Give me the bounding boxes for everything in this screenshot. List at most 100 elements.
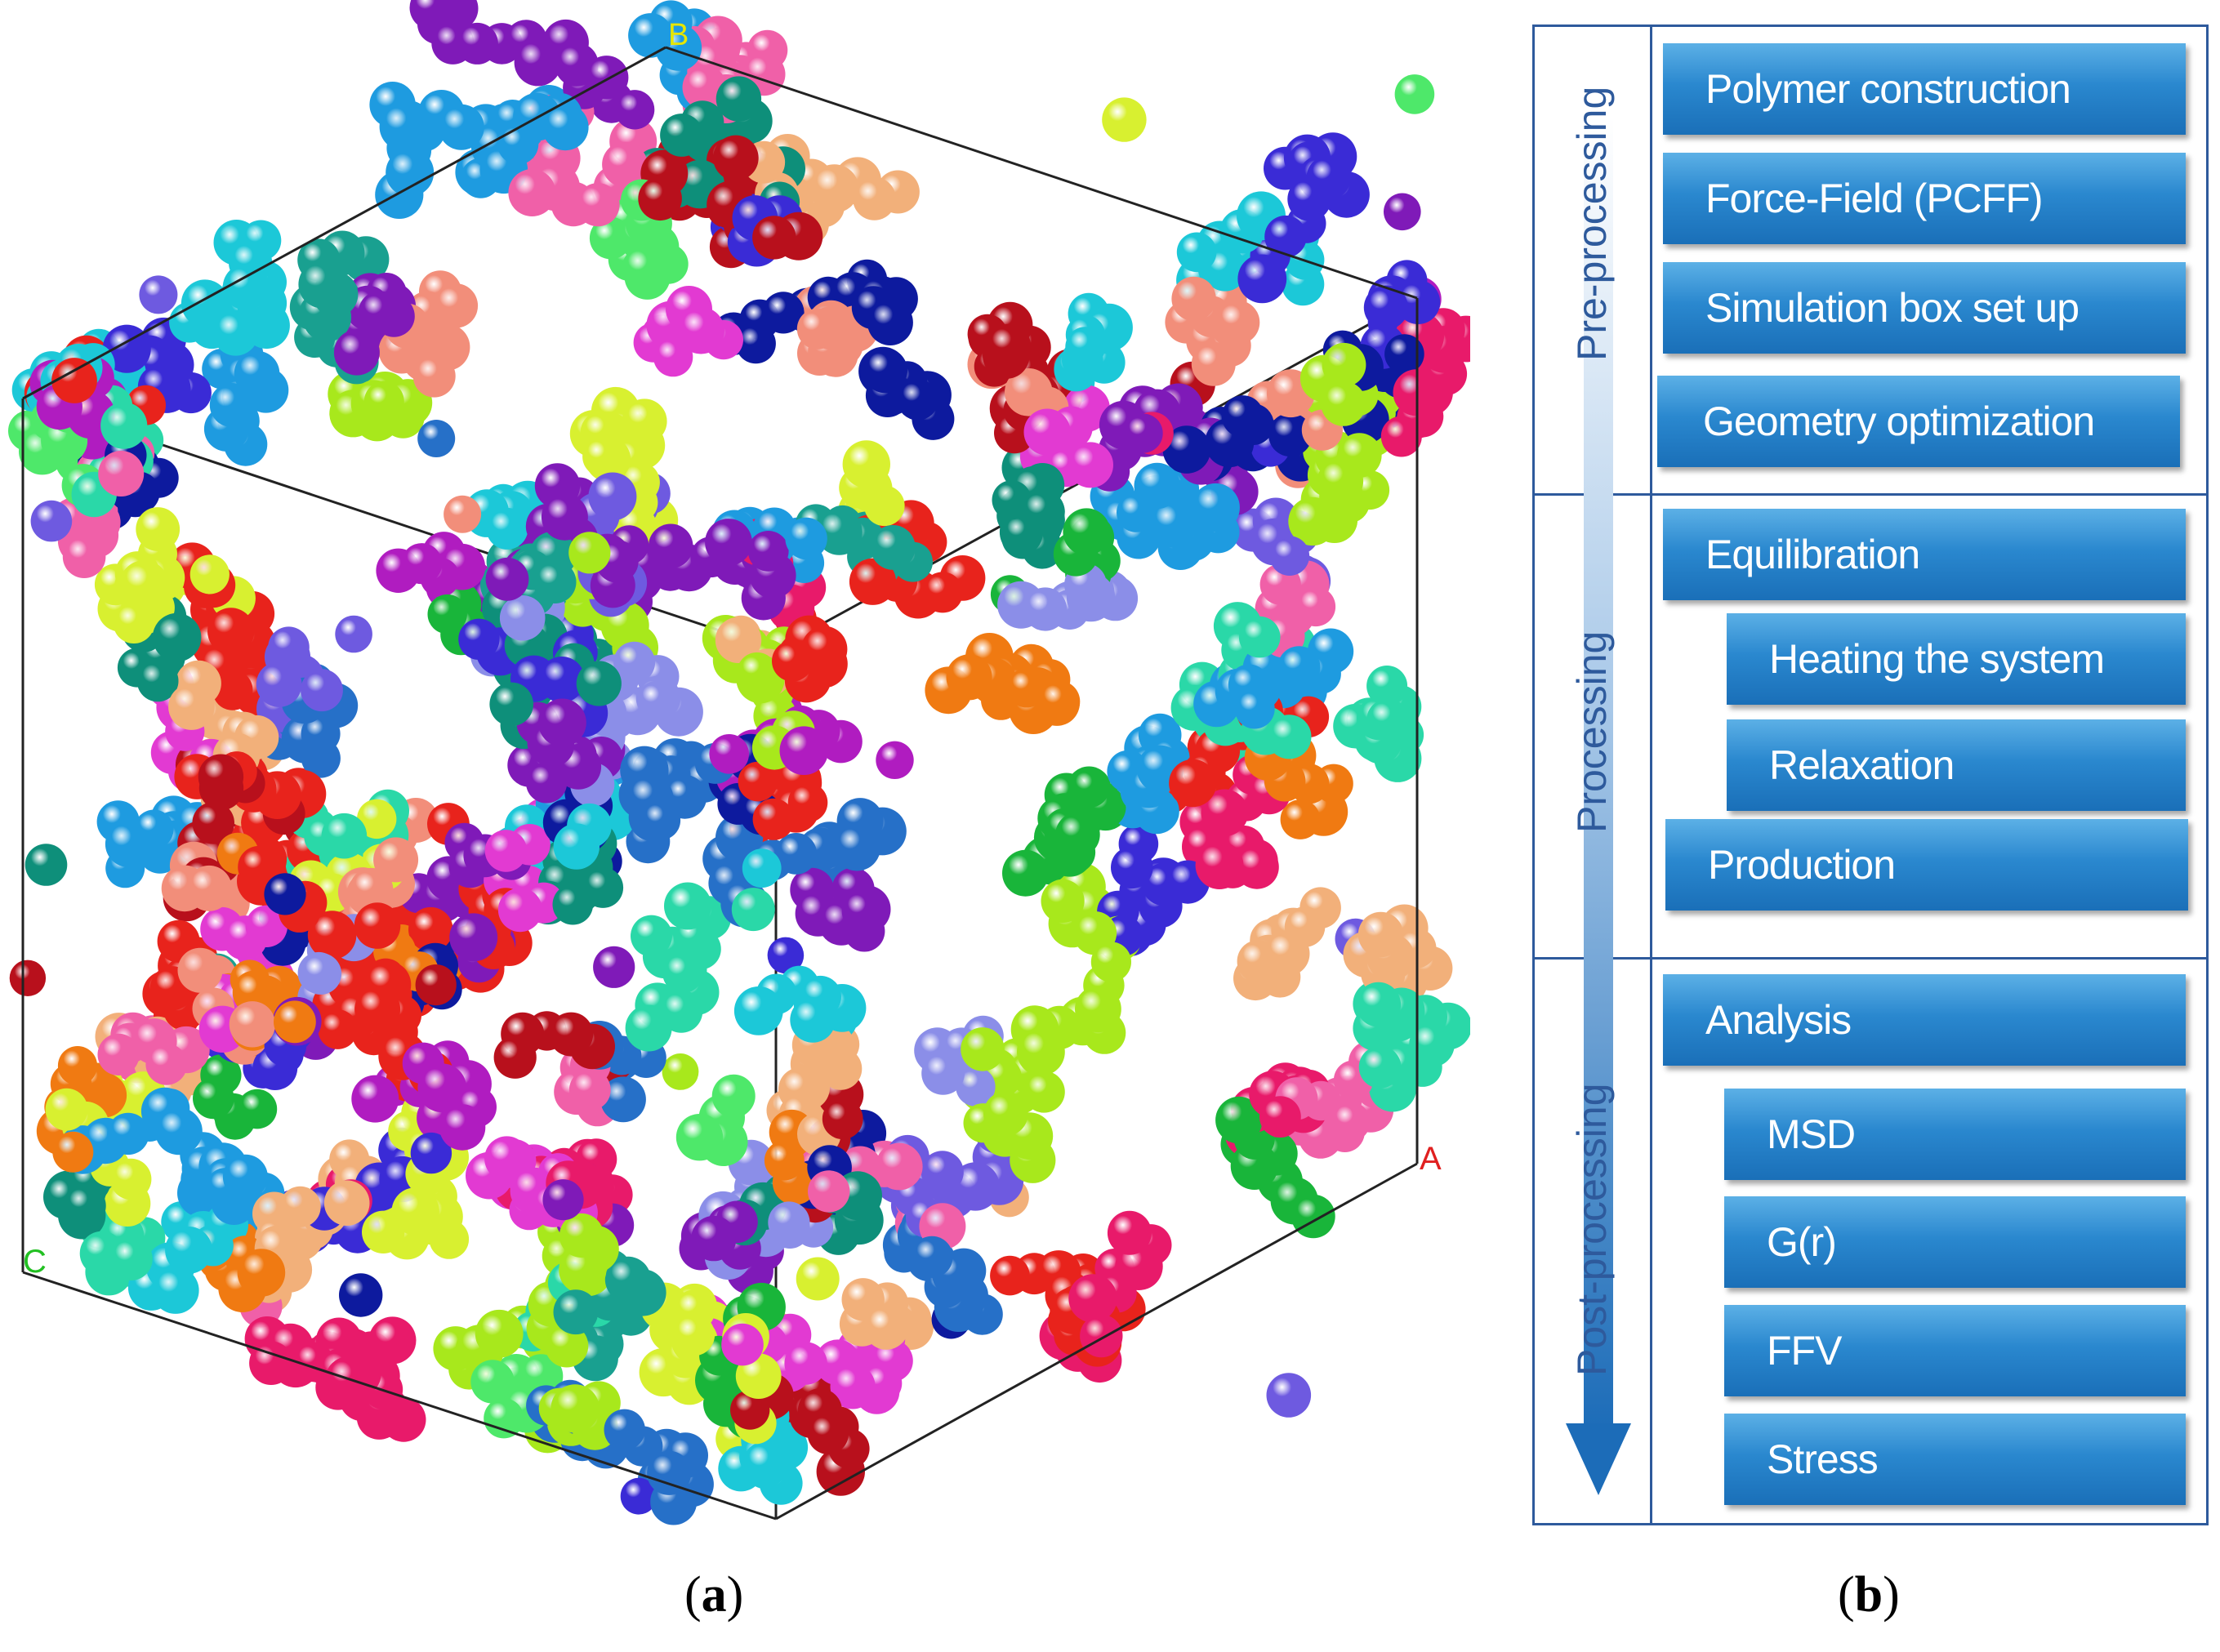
polymer-bead — [207, 608, 255, 655]
polymer-bead — [152, 612, 202, 662]
polymer-bead — [212, 309, 259, 356]
polymer-bead — [1337, 433, 1382, 478]
polymer-bead — [274, 1000, 316, 1044]
step-geometry-optimization[interactable]: Geometry optimization — [1657, 376, 2180, 467]
polymer-bead — [533, 560, 577, 603]
polymer-bead — [664, 776, 704, 816]
polymer-bead — [298, 260, 347, 309]
step-analysis[interactable]: Analysis — [1663, 974, 2186, 1066]
polymer-bead — [30, 500, 73, 542]
step-equilibration[interactable]: Equilibration — [1663, 509, 2186, 600]
polymer-bead — [1038, 680, 1081, 723]
step-production[interactable]: Production — [1665, 819, 2188, 911]
polymer-bead — [604, 1409, 645, 1451]
panel-a-caption: (a) — [684, 1567, 744, 1623]
polymer-bead — [102, 324, 151, 373]
polymer-bead — [1238, 616, 1281, 658]
polymer-bead — [1409, 1022, 1455, 1067]
polymer-bead — [1264, 215, 1307, 258]
polymer-bead — [790, 997, 836, 1043]
polymer-bead — [796, 308, 838, 350]
polymer-bead — [1237, 254, 1287, 304]
polymer-bead — [1023, 1071, 1065, 1113]
polymer-bead — [553, 823, 600, 870]
polymer-bead — [113, 602, 154, 643]
polymer-bead — [1235, 844, 1279, 889]
polymer-bead — [785, 517, 827, 560]
polymer-bead — [1017, 1027, 1065, 1076]
polymer-bead — [1321, 381, 1366, 426]
polymer-bead — [499, 595, 546, 641]
polymer-bead — [486, 507, 528, 550]
polymer-bead — [552, 884, 594, 925]
polymer-bead — [1162, 425, 1211, 474]
polymer-bead — [1041, 879, 1085, 923]
polymer-bead — [807, 1413, 849, 1454]
polymer-bead — [484, 1398, 524, 1439]
polymer-bead — [779, 726, 829, 775]
polymer-bead — [986, 323, 1032, 369]
step-stress[interactable]: Stress — [1724, 1414, 2186, 1505]
polymer-bead — [438, 104, 484, 150]
polymer-bead — [541, 493, 588, 541]
polymer-bead — [417, 1063, 467, 1113]
polymer-bead — [588, 472, 637, 521]
step-simulation-box-set-up[interactable]: Simulation box set up — [1663, 262, 2186, 354]
step-msd[interactable]: MSD — [1724, 1089, 2186, 1180]
polymer-bead — [444, 495, 482, 533]
polymer-bead — [51, 358, 97, 403]
polymer-bead — [737, 652, 778, 692]
polymer-bead — [525, 762, 568, 804]
polymer-bead — [731, 888, 775, 932]
polymer-bead — [956, 1066, 996, 1107]
step-polymer-construction[interactable]: Polymer construction — [1663, 43, 2186, 135]
box-edge — [665, 46, 1418, 300]
polymer-bead — [300, 952, 342, 995]
box-edge — [775, 1162, 1418, 1521]
polymer-bead — [323, 1180, 370, 1226]
polymer-bead — [1005, 368, 1053, 416]
polymer-bead — [1169, 759, 1217, 808]
step-relaxation[interactable]: Relaxation — [1727, 719, 2186, 811]
polymer-bead — [747, 531, 789, 572]
polymer-bead — [391, 1187, 439, 1236]
polymer-bead — [772, 640, 814, 682]
polymer-bead — [358, 291, 402, 335]
polymer-bead — [816, 509, 863, 555]
step-force-field[interactable]: Force-Field (PCFF) — [1663, 153, 2186, 244]
polymer-bead — [237, 1249, 286, 1297]
polymer-bead — [863, 348, 907, 394]
polymer-bead — [549, 1012, 594, 1057]
polymer-bead — [1268, 412, 1313, 457]
polymer-bead — [373, 837, 419, 883]
step-ffv[interactable]: FFV — [1724, 1305, 2186, 1396]
polymer-bead — [849, 558, 897, 605]
polymer-bead — [25, 844, 68, 886]
polymer-bead — [363, 381, 404, 421]
box-edge — [22, 1271, 777, 1521]
polymer-bead — [613, 641, 656, 684]
polymer-bead — [863, 1305, 909, 1350]
polymer-bead — [1063, 508, 1111, 556]
polymer-bead — [110, 1158, 152, 1200]
polymer-bead — [301, 714, 341, 754]
polymer-bead — [198, 754, 244, 799]
polymer-bead — [234, 350, 280, 397]
section-divider-1 — [1535, 493, 2206, 496]
polymer-bead — [738, 761, 778, 802]
polymer-bead — [484, 830, 528, 872]
polymer-bead — [351, 1075, 399, 1123]
polymer-bead — [222, 1154, 268, 1200]
polymer-bead — [559, 1213, 604, 1258]
polymer-bead — [1221, 395, 1264, 438]
polymer-bead — [876, 741, 914, 779]
polymer-bead — [921, 1052, 965, 1095]
step-g-r[interactable]: G(r) — [1724, 1196, 2186, 1288]
polymer-bead — [186, 865, 232, 911]
polymer-bead — [1006, 668, 1046, 708]
polymer-bead — [245, 905, 288, 948]
polymer-bead — [489, 682, 533, 727]
polymer-bead — [705, 519, 752, 566]
polymer-bead — [484, 1136, 529, 1182]
step-heating-the-system[interactable]: Heating the system — [1727, 613, 2186, 705]
